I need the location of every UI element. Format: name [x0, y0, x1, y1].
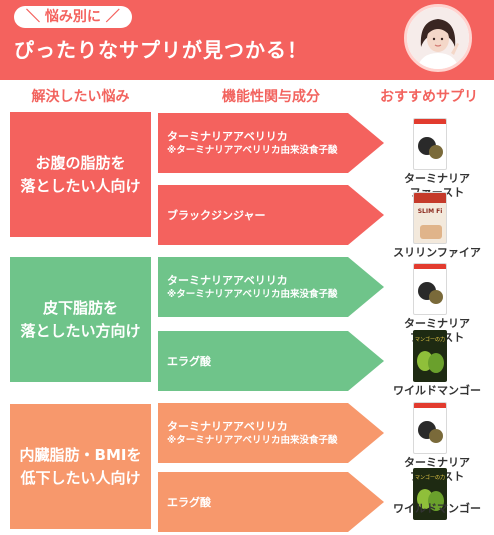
avatar — [404, 4, 472, 72]
concern-line: 内臓脂肪・BMIを — [19, 445, 142, 464]
concern-subcutaneous-fat: 皮下脂肪を 落としたい方向け — [10, 257, 151, 382]
column-heading-ingredient: 機能性関与成分 — [222, 89, 320, 105]
ingredient-name: ターミナリアアベリリカ — [167, 129, 288, 143]
product-card-slim-fire[interactable]: SLIM Fi スリリンファイア — [384, 186, 490, 306]
concern-visceral-fat-bmi: 内臓脂肪・BMIを 低下したい人向け — [10, 404, 151, 529]
ingredient-name: ターミナリアアベリリカ — [167, 419, 288, 433]
ingredient-arrow: エラグ酸 — [158, 472, 384, 532]
product-name: ワイルドマンゴー — [393, 384, 481, 397]
terminalia-first-package-icon — [413, 402, 447, 454]
ingredient-note: ※ターミナリアアベリリカ由来没食子酸 — [167, 434, 338, 446]
ingredient-name: エラグ酸 — [167, 495, 211, 509]
product-name: スリリンファイア — [393, 246, 481, 259]
concern-line: 落としたい方向け — [20, 321, 141, 340]
terminalia-first-package-icon — [413, 118, 447, 170]
ingredient-name: ブラックジンジャー — [167, 208, 266, 222]
product-card-wild-mango[interactable]: マンゴーの力 ワイルドマンゴー — [384, 324, 490, 444]
ingredient-note: ※ターミナリアアベリリカ由来没食子酸 — [167, 144, 338, 156]
wild-mango-package-icon: マンゴーの力 — [413, 468, 447, 520]
header-banner: ＼ 悩み別に ／ ぴったりなサプリが見つかる！ — [0, 0, 494, 80]
ingredient-arrow: エラグ酸 — [158, 331, 384, 391]
concern-line: 低下したい人向け — [20, 468, 141, 487]
concern-belly-fat: お腹の脂肪を 落としたい人向け — [10, 112, 151, 237]
concern-line: 皮下脂肪を — [42, 298, 118, 317]
slim-fire-package-icon: SLIM Fi — [413, 192, 447, 244]
column-heading-concern: 解決したい悩み — [31, 89, 130, 105]
concern-line: 落としたい人向け — [20, 176, 141, 195]
ingredient-arrow: ブラックジンジャー — [158, 185, 384, 245]
ingredient-note: ※ターミナリアアベリリカ由来没食子酸 — [167, 288, 338, 300]
concern-line: お腹の脂肪を — [35, 153, 126, 172]
product-card-terminalia-first[interactable]: ターミナリア ファースト — [384, 112, 490, 232]
ingredient-arrow: ターミナリアアベリリカ ※ターミナリアアベリリカ由来没食子酸 — [158, 403, 384, 463]
ingredient-arrow: ターミナリアアベリリカ ※ターミナリアアベリリカ由来没食子酸 — [158, 257, 384, 317]
column-heading-supplement: おすすめサプリ — [380, 89, 478, 105]
ingredient-arrow: ターミナリアアベリリカ ※ターミナリアアベリリカ由来没食子酸 — [158, 113, 384, 173]
product-card-wild-mango[interactable]: マンゴーの力 ワイルドマンゴー — [384, 462, 490, 532]
wild-mango-package-icon: マンゴーの力 — [413, 330, 447, 382]
terminalia-first-package-icon — [413, 263, 447, 315]
product-name: ワイルドマンゴー — [393, 502, 481, 515]
woman-portrait-icon — [407, 7, 469, 69]
header-subtitle: ＼ 悩み別に ／ — [14, 6, 132, 28]
ingredient-name: エラグ酸 — [167, 354, 211, 368]
header-title: ぴったりなサプリが見つかる！ — [14, 38, 308, 62]
ingredient-name: ターミナリアアベリリカ — [167, 273, 288, 287]
